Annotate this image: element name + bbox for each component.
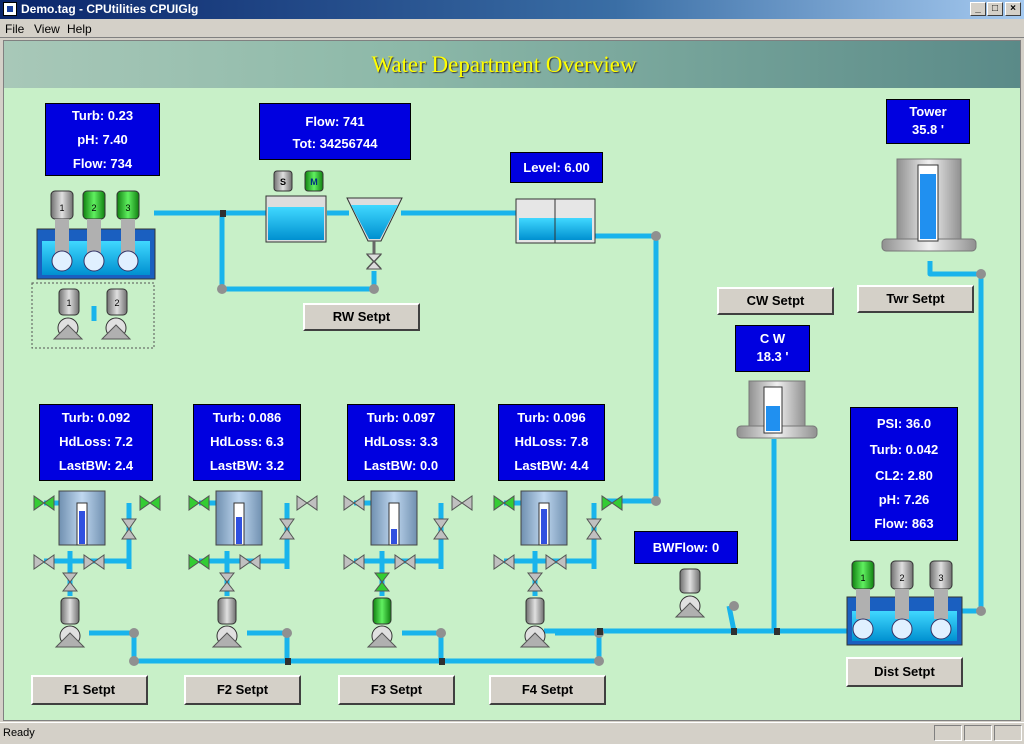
status-panel-1 [934, 725, 962, 741]
process-diagram: 1 2 3 1 2 S M 1 2 3 [31, 158, 986, 666]
filter-4-hdloss: HdLoss: 7.8 [514, 434, 589, 449]
intake-turb: Turb: 0.23 [71, 108, 134, 123]
dist-ph: pH: 7.26 [878, 492, 930, 507]
process-canvas: Water Department Overview [3, 40, 1021, 721]
filter-2-info: Turb: 0.086 HdLoss: 6.3 LastBW: 3.2 [193, 404, 301, 481]
dist-setpt-button[interactable]: Dist Setpt [846, 657, 963, 687]
sub-pump-1-label: 1 [66, 298, 71, 308]
flowmeter-flow: Flow: 741 [305, 114, 365, 129]
dist-turb: Turb: 0.042 [869, 442, 939, 457]
minimize-button[interactable]: _ [970, 2, 986, 16]
mix-tank [265, 170, 327, 243]
menu-file[interactable]: File [5, 22, 25, 36]
sub-pump-2-label: 2 [114, 298, 119, 308]
f3-setpt-button[interactable]: F3 Setpt [338, 675, 455, 705]
app-icon [3, 2, 17, 16]
dist-pump-2-label: 2 [899, 573, 904, 583]
cw-tank [736, 380, 818, 439]
filter-2-lastbw: LastBW: 3.2 [209, 458, 285, 473]
intake-info: Turb: 0.23 pH: 7.40 Flow: 734 [45, 103, 160, 176]
distribution-basin [846, 560, 963, 646]
dist-pump-1-label: 1 [860, 573, 865, 583]
level-value: Level: 6.00 [523, 160, 590, 175]
intake-pump-3-label: 3 [125, 203, 130, 213]
backwash-pumps [54, 568, 706, 648]
menu-view[interactable]: View [34, 22, 60, 36]
title-bar: Demo.tag - CPUtilities CPUIGlg _ □ × [0, 0, 1024, 19]
level-info: Level: 6.00 [510, 152, 603, 183]
f4-setpt-button[interactable]: F4 Setpt [489, 675, 606, 705]
menu-bar: File View Help [0, 19, 1024, 38]
settling-tank [515, 198, 596, 244]
filter-2-turb: Turb: 0.086 [212, 410, 282, 425]
filter-1-turb: Turb: 0.092 [61, 410, 131, 425]
filter-1-lastbw: LastBW: 2.4 [58, 458, 134, 473]
tower-info: Tower 35.8 ' [886, 99, 970, 144]
bwflow-value: BWFlow: 0 [652, 540, 720, 555]
filter-4-turb: Turb: 0.096 [517, 410, 586, 425]
dist-psi: PSI: 36.0 [876, 416, 932, 431]
tower-label: Tower [909, 104, 947, 119]
filter-3-lastbw: LastBW: 0.0 [363, 458, 439, 473]
cw-setpt-button[interactable]: CW Setpt [717, 287, 834, 315]
cw-label: C W [759, 331, 786, 346]
filter-3-info: Turb: 0.097 HdLoss: 3.3 LastBW: 0.0 [347, 404, 455, 481]
mixer-s-label: S [280, 177, 286, 187]
tower-value: 35.8 ' [911, 122, 944, 137]
cw-info: C W 18.3 ' [735, 325, 810, 372]
clarifier-cone [346, 197, 403, 270]
f1-setpt-button[interactable]: F1 Setpt [31, 675, 148, 705]
status-panel-3 [994, 725, 1022, 741]
filter-3-hdloss: HdLoss: 3.3 [364, 434, 438, 449]
dist-cl2: CL2: 2.80 [875, 468, 933, 483]
filter-units [58, 490, 568, 546]
pipe-fittings [129, 210, 986, 666]
filter-4-info: Turb: 0.096 HdLoss: 7.8 LastBW: 4.4 [498, 404, 605, 481]
intake-flow: Flow: 734 [72, 156, 133, 171]
flowmeter-tot: Tot: 34256744 [292, 136, 378, 151]
status-text: Ready [3, 727, 35, 739]
page-title: Water Department Overview [371, 52, 637, 77]
filter-1-hdloss: HdLoss: 7.2 [59, 434, 133, 449]
menu-help[interactable]: Help [67, 22, 92, 36]
maximize-button[interactable]: □ [987, 2, 1003, 16]
tower-tank [881, 158, 977, 252]
filter-valves [33, 495, 623, 592]
rw-setpt-button[interactable]: RW Setpt [303, 303, 420, 331]
sub-pump-group [31, 282, 155, 349]
intake-pump-1-label: 1 [59, 203, 64, 213]
cw-value: 18.3 ' [756, 349, 789, 364]
dist-flow: Flow: 863 [874, 516, 934, 531]
filter-3-turb: Turb: 0.097 [366, 410, 436, 425]
intake-pump-2-label: 2 [91, 203, 96, 213]
status-bar: Ready [0, 722, 1024, 744]
sub-pumps [52, 288, 132, 340]
banner: Water Department Overview [4, 41, 1020, 88]
status-panel-2 [964, 725, 992, 741]
filter-4-lastbw: LastBW: 4.4 [514, 458, 589, 473]
pump-labels: 1 2 3 1 2 S M 1 2 3 [59, 177, 943, 583]
dist-info: PSI: 36.0 Turb: 0.042 CL2: 2.80 pH: 7.26… [850, 407, 958, 541]
intake-ph: pH: 7.40 [77, 132, 128, 147]
intake-pumps [50, 190, 140, 272]
dist-pump-3-label: 3 [938, 573, 943, 583]
window-title: Demo.tag - CPUtilities CPUIGlg [21, 2, 199, 16]
mixer-m-label: M [310, 177, 318, 187]
close-button[interactable]: × [1005, 2, 1021, 16]
filter-1-info: Turb: 0.092 HdLoss: 7.2 LastBW: 2.4 [39, 404, 153, 481]
twr-setpt-button[interactable]: Twr Setpt [857, 285, 974, 313]
bwflow-info: BWFlow: 0 [634, 531, 738, 564]
flowmeter-info: Flow: 741 Tot: 34256744 [259, 103, 411, 160]
filter-2-hdloss: HdLoss: 6.3 [210, 434, 284, 449]
f2-setpt-button[interactable]: F2 Setpt [184, 675, 301, 705]
